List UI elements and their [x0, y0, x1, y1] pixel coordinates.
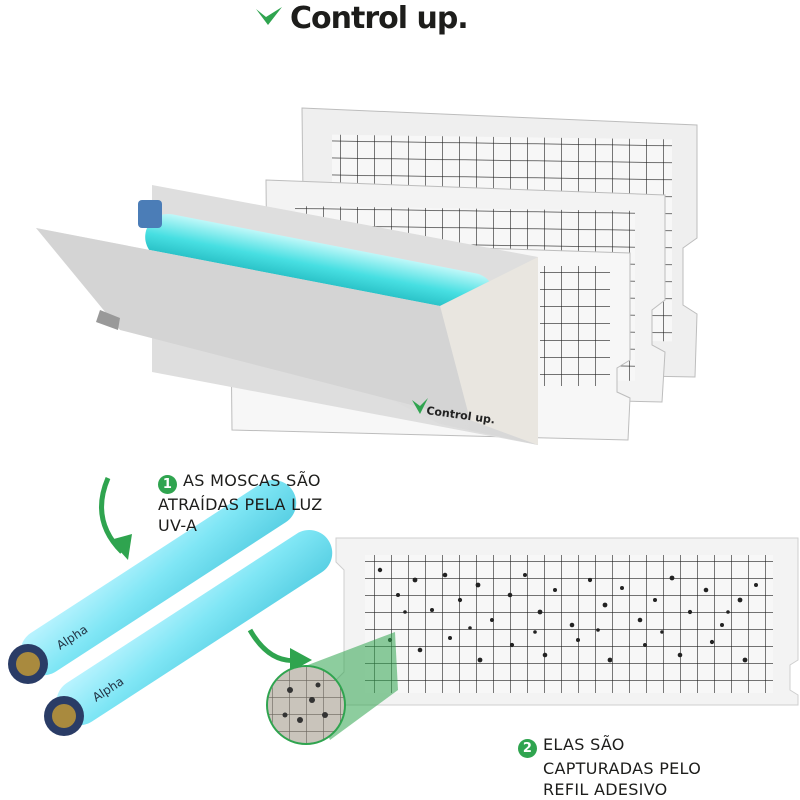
step-1-line-1: AS MOSCAS SÃO	[183, 471, 321, 490]
uv-tubes: Alpha Alpha	[8, 479, 333, 736]
step-1-caption: 1 AS MOSCAS SÃO ATRAÍDAS PELA LUZ UV-A	[158, 470, 323, 536]
step-2-line-2: CAPTURADAS PELO	[543, 759, 702, 778]
step-1-line-3: UV-A	[158, 516, 198, 535]
step-2-line-3: REFIL ADESIVO	[543, 780, 668, 799]
step-2-badge: 2	[518, 739, 537, 758]
step-2-caption: 2 ELAS SÃO CAPTURADAS PELO REFIL ADESIVO	[518, 734, 701, 800]
fly-trap-device: Control up.	[36, 185, 538, 445]
logo-check-icon	[256, 7, 282, 25]
logo-text: Control up.	[290, 0, 469, 36]
step-1-line-2: ATRAÍDAS PELA LUZ	[158, 495, 323, 514]
glue-board-full	[335, 537, 799, 706]
magnifier-circle	[266, 632, 398, 745]
brand-logo: Control up.	[254, 0, 469, 36]
step-2-line-1: ELAS SÃO	[543, 735, 625, 754]
step-1-badge: 1	[158, 475, 177, 494]
